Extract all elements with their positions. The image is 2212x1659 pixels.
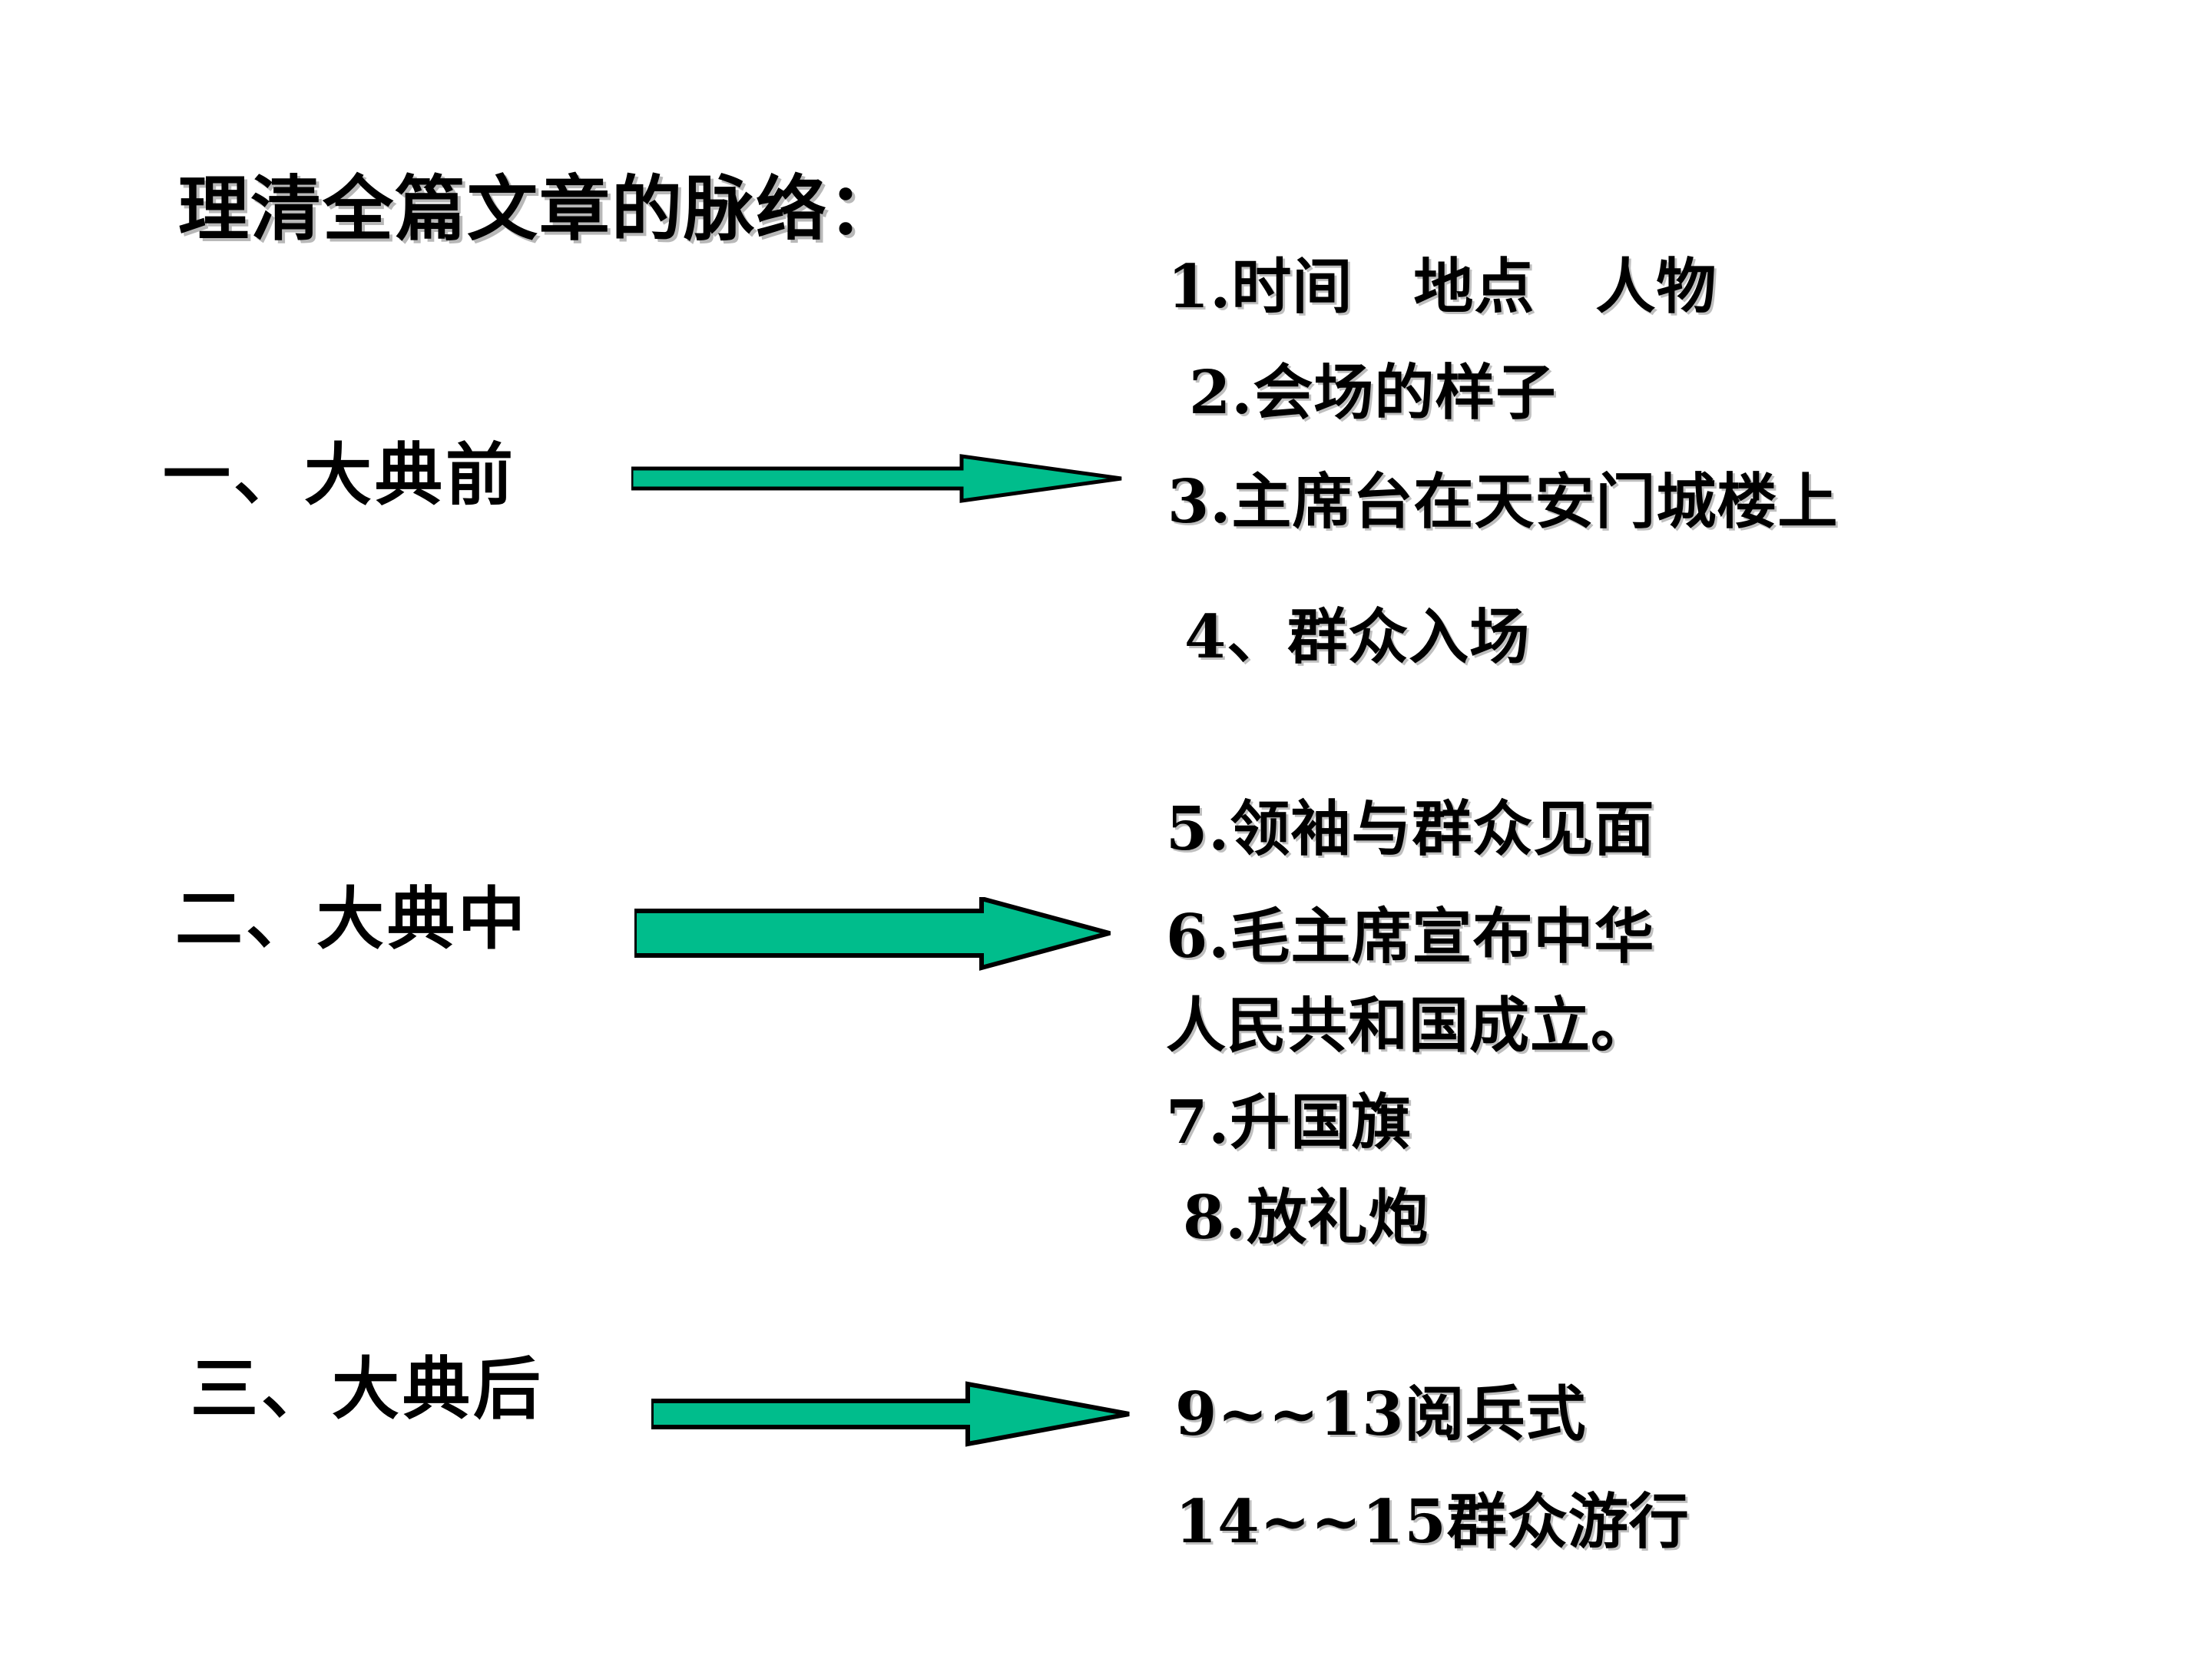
stage-label-before: 一、大典前 — [163, 435, 517, 515]
right-arrow-icon-before — [631, 454, 1122, 503]
detail-item-continuation: 人民共和国成立。 — [1166, 991, 1652, 1061]
page-title: 理清全篇文章的脉络： — [178, 167, 901, 250]
detail-item: 14~~15群众游行 — [1175, 1487, 1690, 1557]
right-arrow-icon-during — [634, 897, 1111, 971]
detail-item: 6.毛主席宣布中华 — [1166, 902, 1655, 972]
stage-label-after: 三、大典后 — [190, 1349, 545, 1429]
detail-item: 7.升国旗 — [1166, 1088, 1412, 1157]
right-arrow-icon-after — [651, 1381, 1130, 1447]
detail-item: 4、群众入场 — [1184, 602, 1531, 672]
detail-item: 5.领袖与群众见面 — [1166, 794, 1655, 864]
detail-item: 9~~13阅兵式 — [1175, 1379, 1587, 1449]
detail-item: 2.会场的样子 — [1189, 358, 1557, 428]
stage-label-during: 二、大典中 — [175, 879, 529, 959]
detail-item: 8.放礼炮 — [1183, 1183, 1429, 1253]
detail-item: 3.主席台在天安门城楼上 — [1167, 467, 1839, 537]
detail-item: 1.时间 地点 人物 — [1167, 252, 1717, 322]
